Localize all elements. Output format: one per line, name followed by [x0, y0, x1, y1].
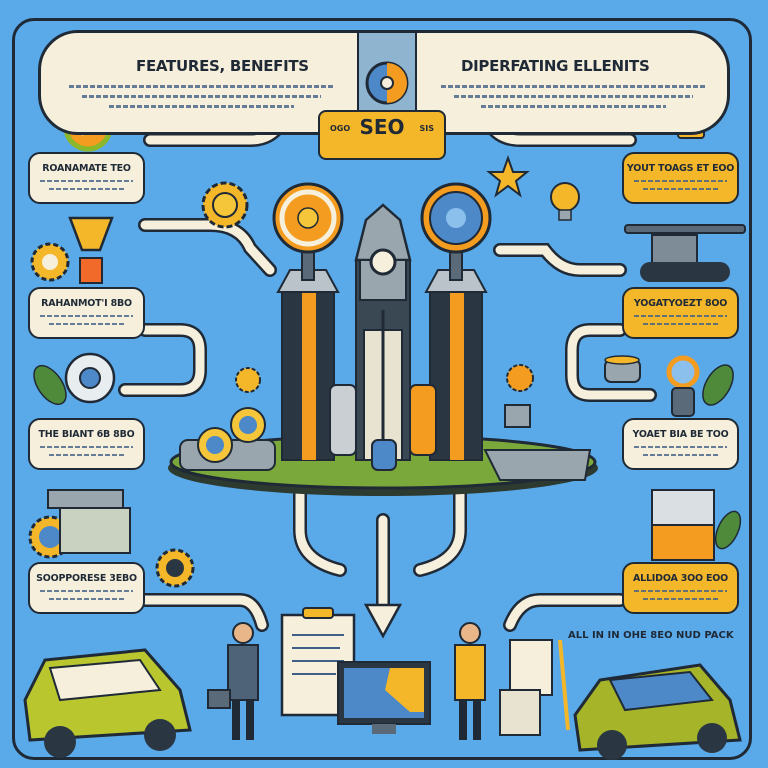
- person-icon: [207, 622, 259, 740]
- magnifier-icon: [666, 355, 700, 417]
- star-icon: [486, 155, 530, 198]
- seo-right-tag: SIS: [419, 124, 435, 133]
- header-left-text: [69, 78, 334, 108]
- bottom-tagline: ALL IN IN OHE 8EO NUD PACK: [568, 630, 734, 641]
- card-title: THE BIANT 6B 8BO: [38, 429, 135, 440]
- machine-block-icon: [483, 404, 592, 481]
- seo-hub-box: OGO SEO SIS: [318, 110, 446, 160]
- easel-icon: [499, 639, 570, 736]
- header-right-text: [441, 78, 706, 108]
- tank-icon: [624, 224, 746, 282]
- card-title: ALLIDOA 3OO EOO: [632, 573, 729, 584]
- gear-icon: [235, 367, 261, 393]
- coin-stack-icon: [329, 384, 437, 471]
- webcam-icon: [64, 352, 116, 404]
- card-title: SOOPPORESE 3EBO: [36, 573, 137, 584]
- header-right-title: DIPERFATING ELLENITS: [461, 57, 650, 75]
- crate-stack-icon: [651, 489, 715, 561]
- gear-icon: [506, 364, 534, 392]
- seo-title: SEO: [359, 115, 405, 139]
- card-title: RAHANMOT'I 8BO: [41, 298, 132, 309]
- right-card-1: YOUT TOAGS ET EOO: [622, 152, 739, 204]
- target-icon: [365, 61, 409, 105]
- gear-icon: [155, 548, 195, 588]
- car-icon: [23, 648, 192, 758]
- monitor-icon: [337, 661, 431, 734]
- leaf-icon: [33, 364, 742, 550]
- left-tower: [272, 182, 344, 461]
- lightbulb-icon: [550, 182, 580, 221]
- person-icon: [454, 622, 486, 740]
- card-title: YOAET BIA BE TOO: [632, 429, 729, 440]
- car-icon: [573, 663, 742, 760]
- left-card-2: RAHANMOT'I 8BO: [28, 287, 145, 339]
- right-card-2: YOGATYOEZT 8OO: [622, 287, 739, 339]
- right-card-3: YOAET BIA BE TOO: [622, 418, 739, 470]
- right-card-4: ALLIDOA 3OO EOO: [622, 562, 739, 614]
- card-title: ROANAMATE TEO: [42, 163, 131, 174]
- card-title: YOGATYOEZT 8OO: [633, 298, 728, 309]
- coin-stack-icon: [604, 355, 641, 383]
- gear-icon: [201, 181, 249, 229]
- trophy-icon: [68, 216, 114, 284]
- seo-left-tag: OGO: [330, 124, 351, 133]
- right-tower: [420, 182, 492, 461]
- left-card-3: THE BIANT 6B 8BO: [28, 418, 145, 470]
- building-icon: [47, 489, 131, 554]
- left-card-4: SOOPPORESE 3EBO: [28, 562, 145, 614]
- outer-frame: [12, 18, 752, 760]
- down-arrow-icon: [363, 603, 403, 639]
- rocket-icon: [354, 203, 412, 461]
- flow-paths: [118, 118, 657, 632]
- lens-cluster-icon: [179, 407, 276, 471]
- left-card-1: ROANAMATE TEO: [28, 152, 145, 204]
- gear-icon: [30, 242, 70, 282]
- header-left-title: FEATURES, BENEFITS: [136, 57, 309, 75]
- card-title: YOUT TOAGS ET EOO: [626, 163, 735, 174]
